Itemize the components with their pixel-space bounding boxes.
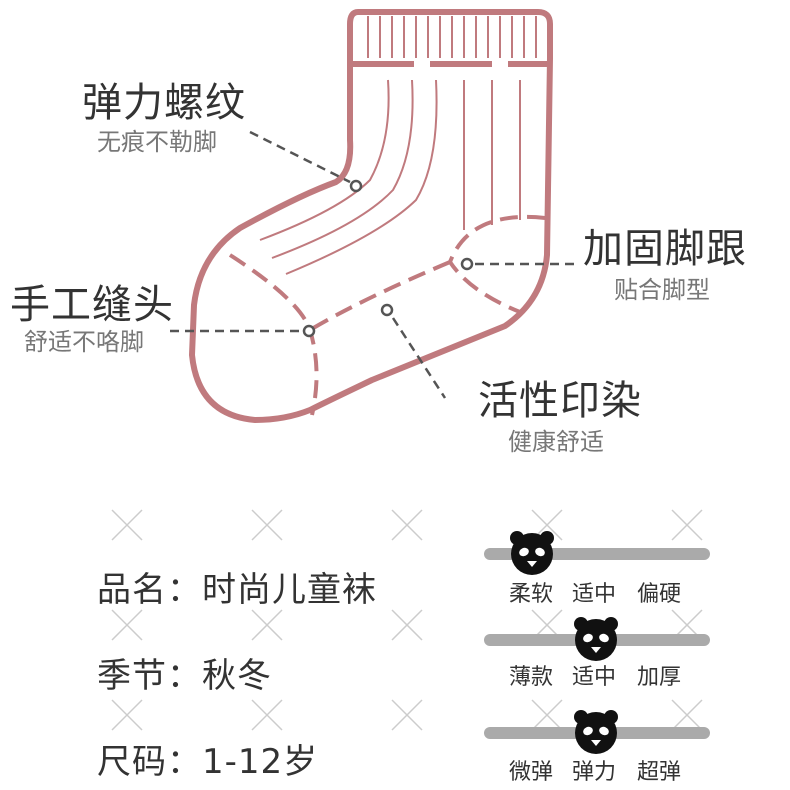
cross-mark-icon xyxy=(111,509,143,541)
spec-row-season: 季节：秋冬 xyxy=(97,648,272,697)
scale-softness-label-2: 适中 xyxy=(572,582,617,607)
cross-mark-icon xyxy=(251,609,283,641)
feature-subtitle-reactive-dye: 健康舒适 xyxy=(508,428,604,456)
cross-mark-icon xyxy=(531,699,563,731)
feature-subtitle-reinforced-heel: 贴合脚型 xyxy=(614,276,710,304)
spec-value-season: 秋冬 xyxy=(202,656,272,696)
feature-title-hand-seamed-toe: 手工缝头 xyxy=(10,282,174,328)
panda-face-icon xyxy=(510,531,554,575)
cross-mark-icon xyxy=(251,509,283,541)
spec-value-name: 时尚儿童袜 xyxy=(202,570,377,610)
feature-title-reactive-dye: 活性印染 xyxy=(478,378,642,424)
spec-value-size: 1-12岁 xyxy=(202,742,319,782)
scale-softness-label-3: 偏硬 xyxy=(637,582,682,607)
scale-softness-label-1: 柔软 xyxy=(509,582,554,607)
spec-row-size: 尺码：1-12岁 xyxy=(97,734,318,783)
panda-face-icon xyxy=(574,617,618,661)
spec-row-name: 品名：时尚儿童袜 xyxy=(97,562,377,611)
feature-subtitle-hand-seamed-toe: 舒适不咯脚 xyxy=(24,328,144,356)
cross-mark-icon xyxy=(391,609,423,641)
spec-label-size: 尺码： xyxy=(97,742,202,782)
cross-mark-icon xyxy=(671,509,703,541)
panda-face-icon xyxy=(574,710,618,754)
feature-subtitle-elastic-rib: 无痕不勒脚 xyxy=(97,128,217,156)
scale-thickness-label-2: 适中 xyxy=(572,665,617,690)
sock-outline xyxy=(189,9,553,423)
scale-elasticity-label-3: 超弹 xyxy=(637,760,682,785)
callout-lines xyxy=(170,130,580,399)
cross-mark-icon xyxy=(251,699,283,731)
scale-elasticity-label-2: 弹力 xyxy=(572,760,617,785)
cross-mark-icon xyxy=(391,509,423,541)
cross-mark-icon xyxy=(391,699,423,731)
scale-thickness-label-3: 加厚 xyxy=(637,665,682,690)
cross-mark-icon xyxy=(111,609,143,641)
leg-ribs xyxy=(259,79,521,275)
scale-elasticity-label-1: 微弹 xyxy=(509,760,554,785)
cross-mark-icon xyxy=(671,699,703,731)
cross-mark-icon xyxy=(111,699,143,731)
feature-title-reinforced-heel: 加固脚跟 xyxy=(583,226,747,272)
cuff-ribs xyxy=(367,16,537,58)
scale-thickness-label-1: 薄款 xyxy=(509,665,554,690)
callout-dots xyxy=(302,179,474,338)
spec-label-name: 品名： xyxy=(97,570,202,610)
feature-title-elastic-rib: 弹力螺纹 xyxy=(82,80,246,126)
spec-label-season: 季节： xyxy=(97,656,202,696)
